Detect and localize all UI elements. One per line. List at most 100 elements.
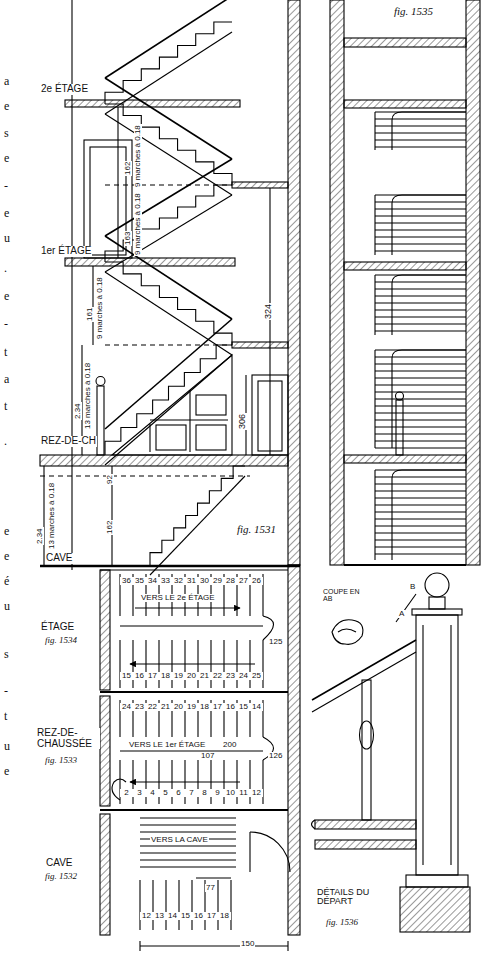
stair-panelling (112, 355, 232, 455)
stair-flight (105, 319, 232, 429)
step-number: 21 (159, 703, 172, 711)
plan-note: VERS LE 1er ÉTAGE (128, 741, 206, 749)
stair-flight (105, 32, 232, 114)
section-stairs (375, 384, 466, 385)
section-stairs (375, 125, 466, 126)
newel-detail (312, 573, 471, 932)
section-stairs (375, 370, 466, 371)
section-walls (330, 0, 480, 565)
newel-detail (312, 820, 316, 829)
section-stairs (375, 215, 466, 216)
margin-letter: s (3, 648, 10, 661)
plan-treads (158, 760, 159, 804)
step-number: 9 (211, 789, 224, 797)
section-stairs (375, 356, 466, 357)
section-stairs (375, 236, 466, 237)
section-stairs (375, 302, 466, 303)
section-stairs (375, 518, 466, 519)
newel-post (96, 377, 105, 386)
door (84, 140, 132, 258)
section-stairs (374, 275, 375, 335)
margin-letter: e (3, 525, 10, 538)
margin-letter: . (3, 262, 8, 275)
dimension: 9 marches à 0.18 (134, 192, 142, 256)
stair-flight (105, 0, 232, 78)
plan-treads (132, 640, 133, 688)
section-stairs (375, 229, 466, 230)
plan-treads (140, 831, 236, 832)
plan-walls (100, 809, 288, 811)
elevation-walls (105, 184, 232, 185)
margin-letter: t (3, 710, 8, 723)
floor-label: CAVE (45, 553, 74, 564)
plan-treads (140, 852, 236, 853)
plan-treads (171, 640, 172, 688)
plan-walls (140, 945, 288, 946)
dimension: 324 (264, 303, 273, 320)
section-stairs (374, 112, 375, 150)
section-stairs (375, 323, 466, 324)
plan-walls (139, 941, 140, 951)
step-number: 16 (224, 703, 237, 711)
stair-flight (105, 159, 232, 236)
margin-letter: e (3, 290, 10, 303)
figure-number: fig. 1535 (393, 6, 434, 18)
section-stairs (374, 195, 375, 255)
newel-post (96, 377, 105, 456)
newel-post (97, 386, 104, 455)
step-number: 16 (133, 672, 146, 680)
section-walls (466, 0, 480, 565)
plan-treads (236, 640, 237, 688)
step-number: 11 (237, 789, 250, 797)
stair-flight (105, 104, 232, 185)
section-stairs (375, 433, 466, 434)
section-stairs (375, 316, 466, 317)
margin-letter: t (3, 346, 8, 359)
step-number: 28 (224, 577, 237, 585)
step-number: 6 (172, 789, 185, 797)
elevation-walls (40, 455, 288, 466)
dimension: 200 (222, 741, 237, 749)
staircase-drawing (40, 0, 480, 951)
newel-detail (396, 594, 416, 622)
plan-treads (119, 640, 120, 688)
stair-panelling (196, 395, 226, 415)
newel-detail (312, 640, 416, 700)
elevation-walls (40, 565, 300, 568)
floor-label: ÉTAGE (40, 622, 75, 633)
margin-letter: u (3, 740, 11, 753)
door (90, 147, 126, 255)
dimension: 9 marches à 0.18 (96, 276, 104, 340)
section-stairs (375, 112, 466, 560)
plan-walls (288, 565, 300, 935)
plan-walls (100, 565, 300, 951)
plan-treads (217, 880, 218, 930)
margin-letter: t (3, 400, 8, 413)
newel-detail (450, 625, 451, 865)
step-number: 18 (159, 672, 172, 680)
plan-treads (191, 880, 192, 930)
plan-treads (262, 640, 263, 688)
newel-detail (312, 652, 416, 712)
plan-walls (249, 832, 250, 872)
plan-treads (132, 760, 133, 804)
margin-letter: e (3, 207, 10, 220)
section-stairs (375, 525, 466, 526)
section-stairs (375, 426, 466, 427)
margin-letter: . (3, 435, 8, 448)
step-number: 4 (146, 789, 159, 797)
step-number: 20 (185, 672, 198, 680)
section-stairs (392, 112, 466, 150)
plan-treads (262, 760, 263, 804)
elevation-walls (105, 344, 232, 345)
margin-letter: é (3, 575, 10, 588)
elevation-walls (288, 0, 300, 565)
stair-panelling (196, 425, 226, 450)
step-number: 10 (224, 789, 237, 797)
plan-treads (140, 859, 236, 860)
section-stairs (375, 132, 466, 133)
floor-label: REZ-DE-CHAUSSÉE (36, 728, 100, 749)
dimension: 13 marches à 0.18 (84, 362, 92, 430)
plan-note: VERS LA CAVE (150, 836, 209, 844)
section-stairs (375, 511, 466, 512)
